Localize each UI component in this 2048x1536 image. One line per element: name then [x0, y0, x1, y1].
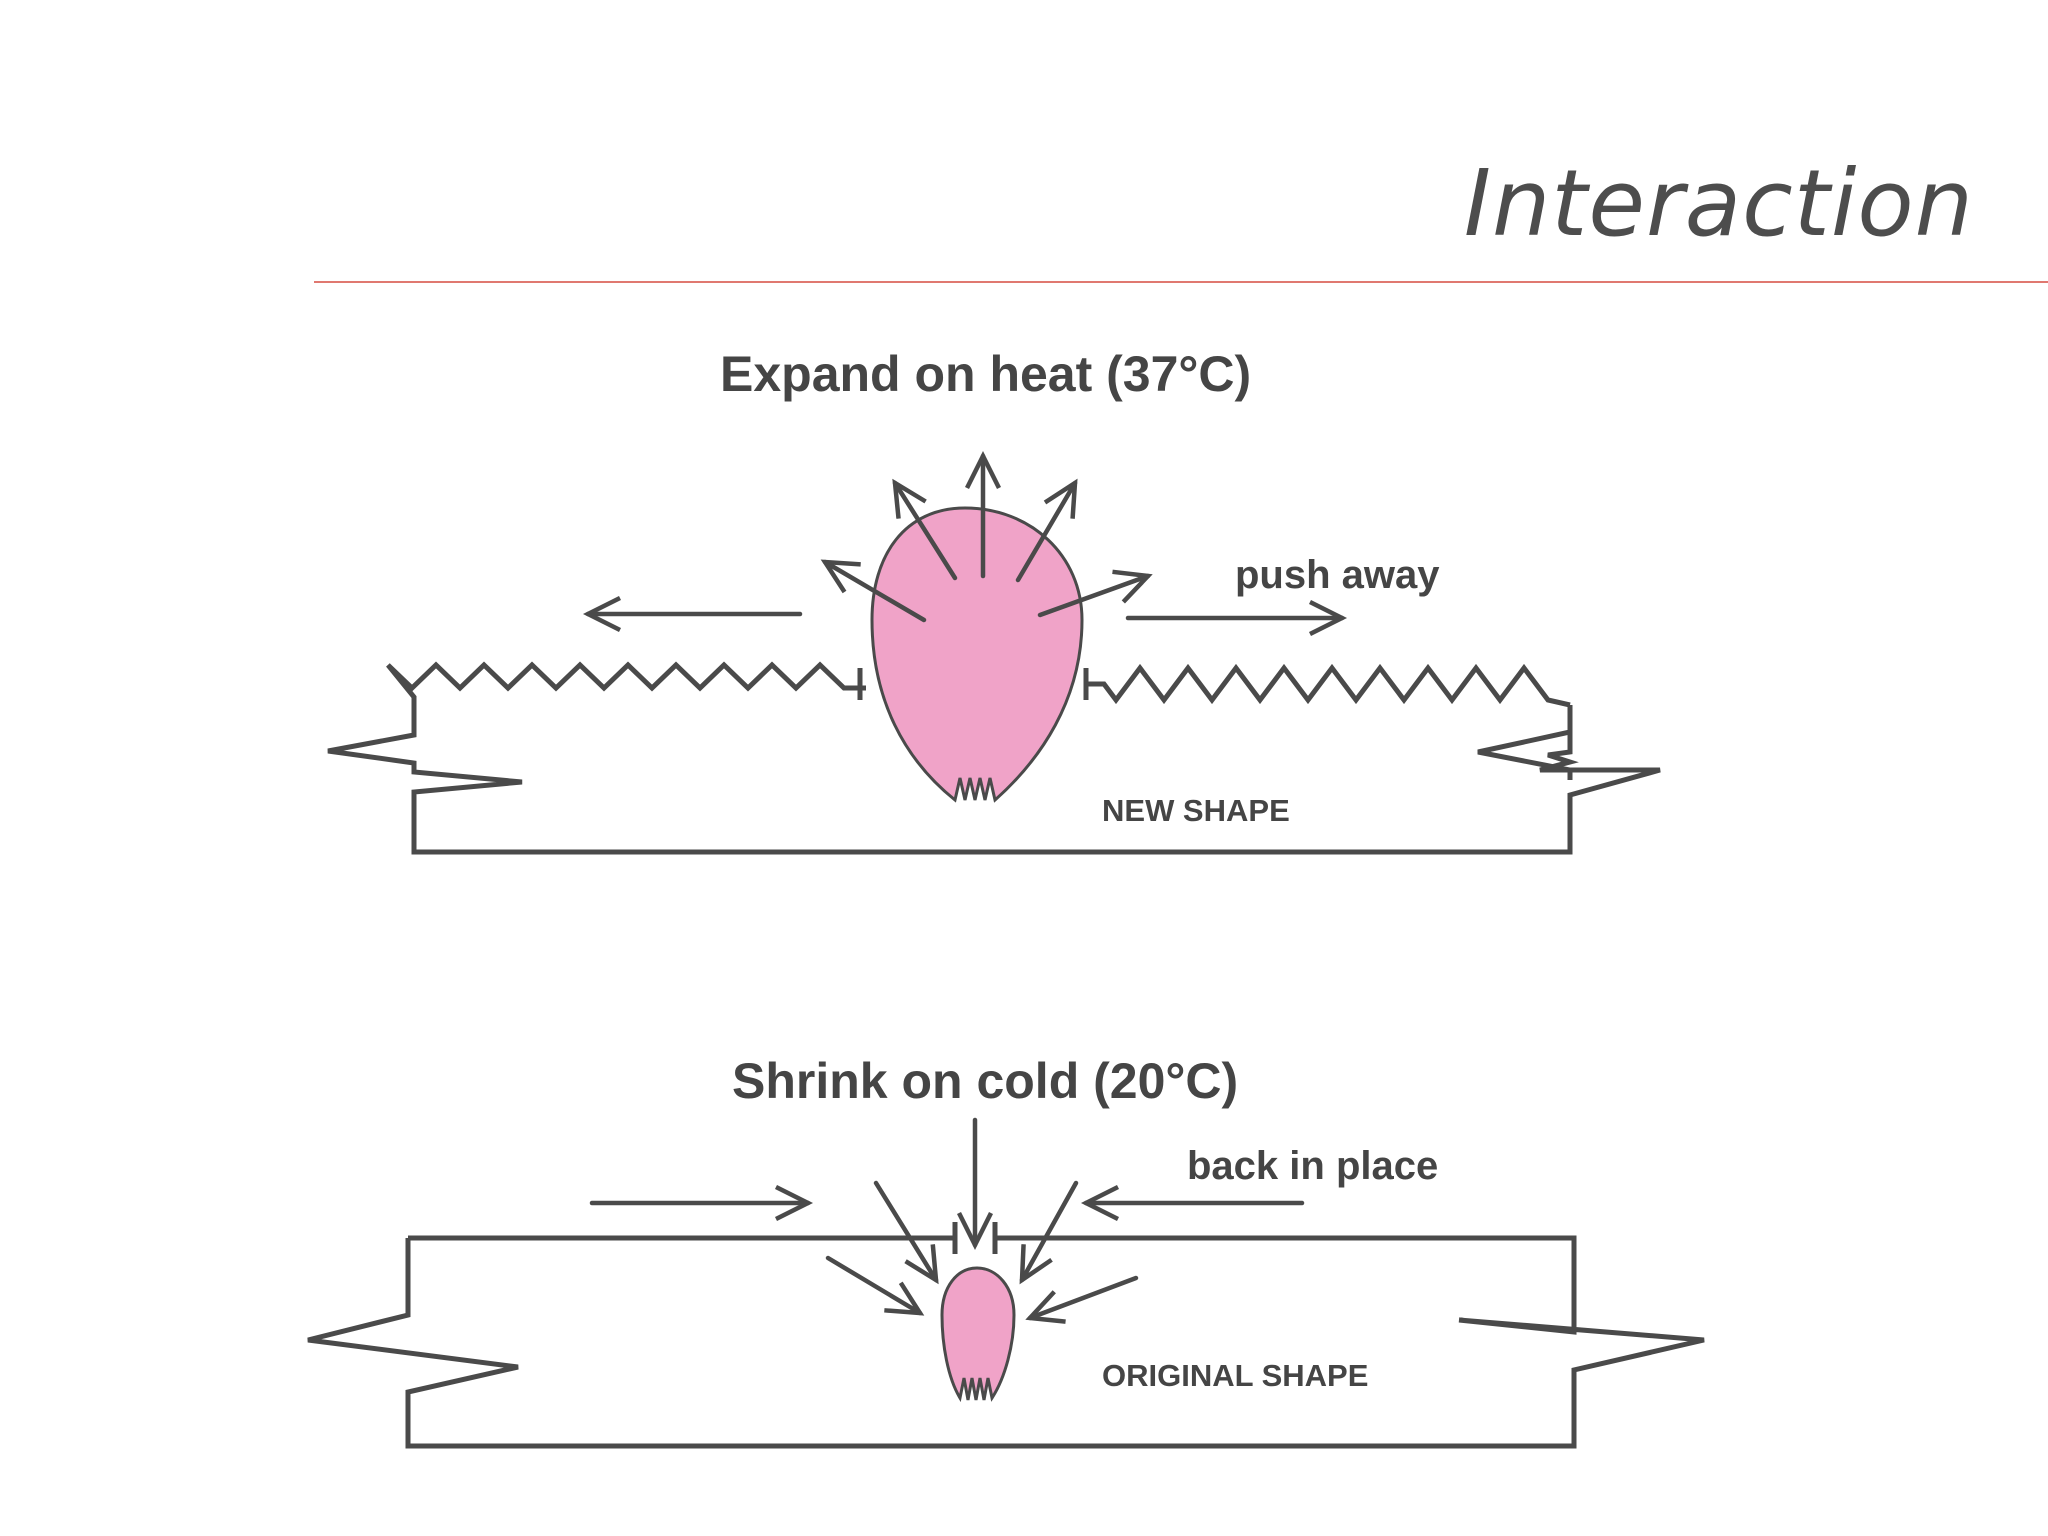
arrow-up-left [895, 483, 958, 581]
back-in-place-label: back in place [1187, 1144, 1439, 1188]
title-divider [314, 281, 2048, 283]
original-shape-label: ORIGINAL SHAPE [1102, 1358, 1369, 1393]
arrow-right [1037, 576, 1148, 618]
slide-title: Interaction [1463, 150, 1974, 257]
push-away-label: push away [1235, 553, 1440, 597]
shrink-heading: Shrink on cold (20°C) [732, 1053, 1239, 1109]
new-shape-label: NEW SHAPE [1102, 793, 1290, 828]
contraction-arrows [589, 1117, 1305, 1318]
arrow-down-right [873, 1180, 936, 1280]
expanded-tissue-block [327, 661, 1661, 855]
original-tissue-block [307, 1222, 1705, 1449]
arrow-in-left [1030, 1275, 1139, 1318]
expand-heading: Expand on heat (37°C) [720, 346, 1252, 402]
arrow-in-right [825, 1255, 920, 1313]
original-implant [940, 1266, 1016, 1403]
expansion-arrows [588, 456, 1342, 620]
arrow-down-left [1022, 1180, 1079, 1280]
arrow-up-right [1015, 483, 1075, 583]
arrow-left [825, 562, 927, 623]
expanded-implant [870, 506, 1084, 803]
